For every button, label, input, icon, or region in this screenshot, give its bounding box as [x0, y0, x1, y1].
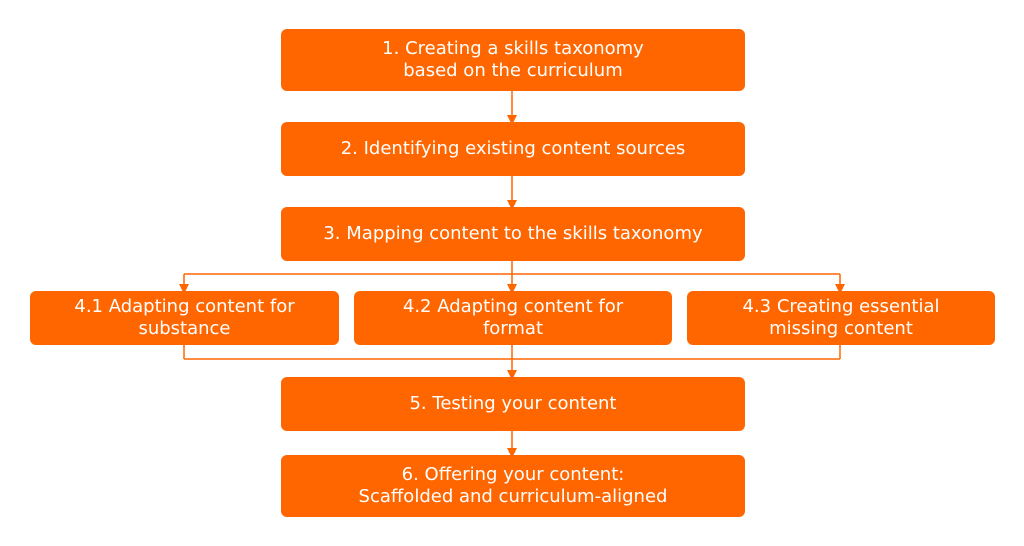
step-6-box: 6. Offering your content: Scaffolded and…	[281, 455, 745, 517]
step-4-3-box: 4.3 Creating essential missing content	[687, 291, 995, 345]
step-3-box: 3. Mapping content to the skills taxonom…	[281, 207, 745, 261]
step-1-label: 1. Creating a skills taxonomy based on t…	[382, 38, 644, 81]
step-6-label: 6. Offering your content: Scaffolded and…	[358, 464, 668, 507]
step-4-1-box: 4.1 Adapting content for substance	[30, 291, 339, 345]
step-2-label: 2. Identifying existing content sources	[340, 138, 686, 159]
step-3-label: 3. Mapping content to the skills taxonom…	[323, 223, 703, 244]
step-2-box: 2. Identifying existing content sources	[281, 122, 745, 176]
step-4-3-label: 4.3 Creating essential missing content	[742, 296, 940, 339]
step-5-label: 5. Testing your content	[409, 393, 617, 414]
step-4-1-label: 4.1 Adapting content for substance	[74, 296, 295, 339]
step-4-2-box: 4.2 Adapting content for format	[354, 291, 672, 345]
step-5-box: 5. Testing your content	[281, 377, 745, 431]
step-1-box: 1. Creating a skills taxonomy based on t…	[281, 29, 745, 91]
step-4-2-label: 4.2 Adapting content for format	[402, 296, 624, 339]
